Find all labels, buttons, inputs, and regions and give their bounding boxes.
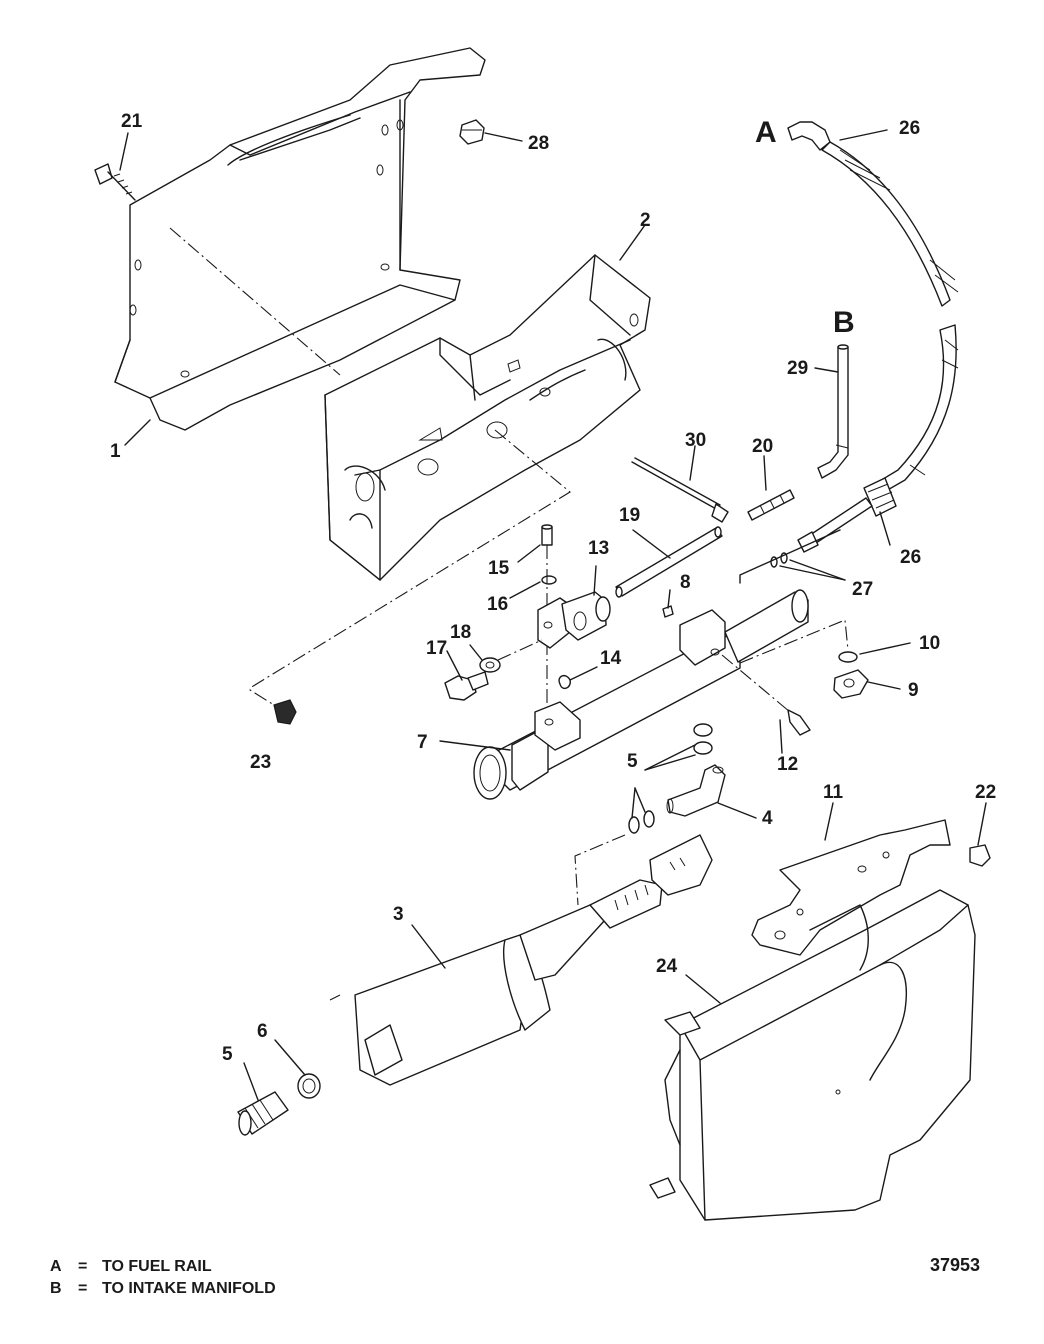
part-6-fitting bbox=[237, 1091, 289, 1136]
part-19-bolt bbox=[444, 671, 489, 701]
legend-text-b: TO INTAKE MANIFOLD bbox=[102, 1280, 276, 1297]
part-22-fitting bbox=[747, 489, 795, 521]
part-13-bracket bbox=[751, 819, 951, 956]
callouts: 21 28 A 26 2 B 29 1 30 20 19 13 26 15 8 … bbox=[110, 111, 996, 1065]
callout-30: 30 bbox=[685, 430, 706, 451]
part-16-oring bbox=[558, 674, 571, 690]
callout-10: 8 bbox=[680, 572, 691, 593]
legend: A = TO FUEL RAIL B = TO INTAKE MANIFOLD bbox=[50, 1256, 276, 1300]
legend-row-a: A = TO FUEL RAIL bbox=[50, 1256, 276, 1278]
part-20-washer bbox=[479, 657, 501, 673]
part-29-hose bbox=[817, 344, 849, 479]
legend-equals-b: = bbox=[78, 1280, 88, 1297]
legend-text-a: TO FUEL RAIL bbox=[102, 1258, 212, 1275]
callout-13: 11 bbox=[823, 782, 844, 803]
part-18-washer bbox=[541, 575, 557, 585]
callout-11: 9 bbox=[908, 680, 919, 701]
callout-4: 4 bbox=[762, 808, 773, 829]
callout-16: 14 bbox=[600, 648, 622, 669]
part-9-stud bbox=[721, 654, 811, 736]
part-3-pump bbox=[354, 834, 713, 1086]
callout-25: 24 bbox=[656, 956, 678, 977]
reference-b: B bbox=[833, 306, 855, 339]
callout-29: 29 bbox=[787, 358, 808, 379]
callout-7: 6 bbox=[257, 1021, 268, 1042]
callout-14: 22 bbox=[975, 782, 996, 803]
part-14-nut bbox=[969, 844, 991, 867]
legend-row-b: B = TO INTAKE MANIFOLD bbox=[50, 1278, 276, 1300]
part-28-nut bbox=[459, 119, 485, 145]
part-17-screw bbox=[541, 524, 553, 546]
part-25-cover bbox=[649, 889, 976, 1221]
callout-18: 16 bbox=[487, 594, 508, 615]
callout-17: 15 bbox=[488, 558, 510, 579]
callout-26-lower: 26 bbox=[900, 547, 921, 568]
part-24-bolt bbox=[273, 699, 297, 725]
part-1-bracket bbox=[114, 47, 486, 431]
callout-19: 17 bbox=[426, 638, 447, 659]
callout-1: 1 bbox=[110, 441, 121, 462]
callout-2: 2 bbox=[640, 210, 651, 231]
part-15-regulator bbox=[537, 591, 611, 649]
callout-26: 26 bbox=[899, 118, 920, 139]
part-26-hose bbox=[787, 121, 959, 553]
part-7-oring bbox=[274, 1039, 321, 1099]
part-8-rail bbox=[473, 529, 841, 800]
callout-23: 21 bbox=[121, 111, 143, 132]
part-11-fitting bbox=[833, 669, 869, 699]
part-30-strap bbox=[631, 457, 729, 523]
callout-6: 5 bbox=[222, 1044, 233, 1065]
callout-20: 18 bbox=[450, 622, 471, 643]
part-23-screw bbox=[94, 163, 136, 201]
legend-key-a: A bbox=[50, 1258, 62, 1275]
callout-9: 12 bbox=[777, 754, 798, 775]
callout-28: 28 bbox=[528, 133, 549, 154]
callout-5: 5 bbox=[627, 751, 638, 772]
reference-a: A bbox=[755, 116, 777, 149]
figure-id: 37953 bbox=[930, 1255, 981, 1275]
callout-15: 13 bbox=[588, 538, 609, 559]
callout-27: 27 bbox=[852, 579, 873, 600]
leader-lines bbox=[119, 129, 987, 1101]
part-21-rod bbox=[615, 526, 723, 598]
part-5-orings bbox=[628, 723, 713, 834]
part-12-oring bbox=[838, 651, 858, 663]
callout-24: 23 bbox=[250, 752, 271, 773]
callout-8: 7 bbox=[417, 732, 428, 753]
callout-21: 19 bbox=[619, 505, 640, 526]
part-4-elbow bbox=[666, 764, 726, 817]
part-2-housing bbox=[324, 254, 651, 581]
legend-equals-a: = bbox=[78, 1258, 88, 1275]
callout-22: 20 bbox=[752, 436, 773, 457]
legend-key-b: B bbox=[50, 1280, 62, 1297]
callout-12: 10 bbox=[919, 633, 940, 654]
callout-3: 3 bbox=[393, 904, 404, 925]
